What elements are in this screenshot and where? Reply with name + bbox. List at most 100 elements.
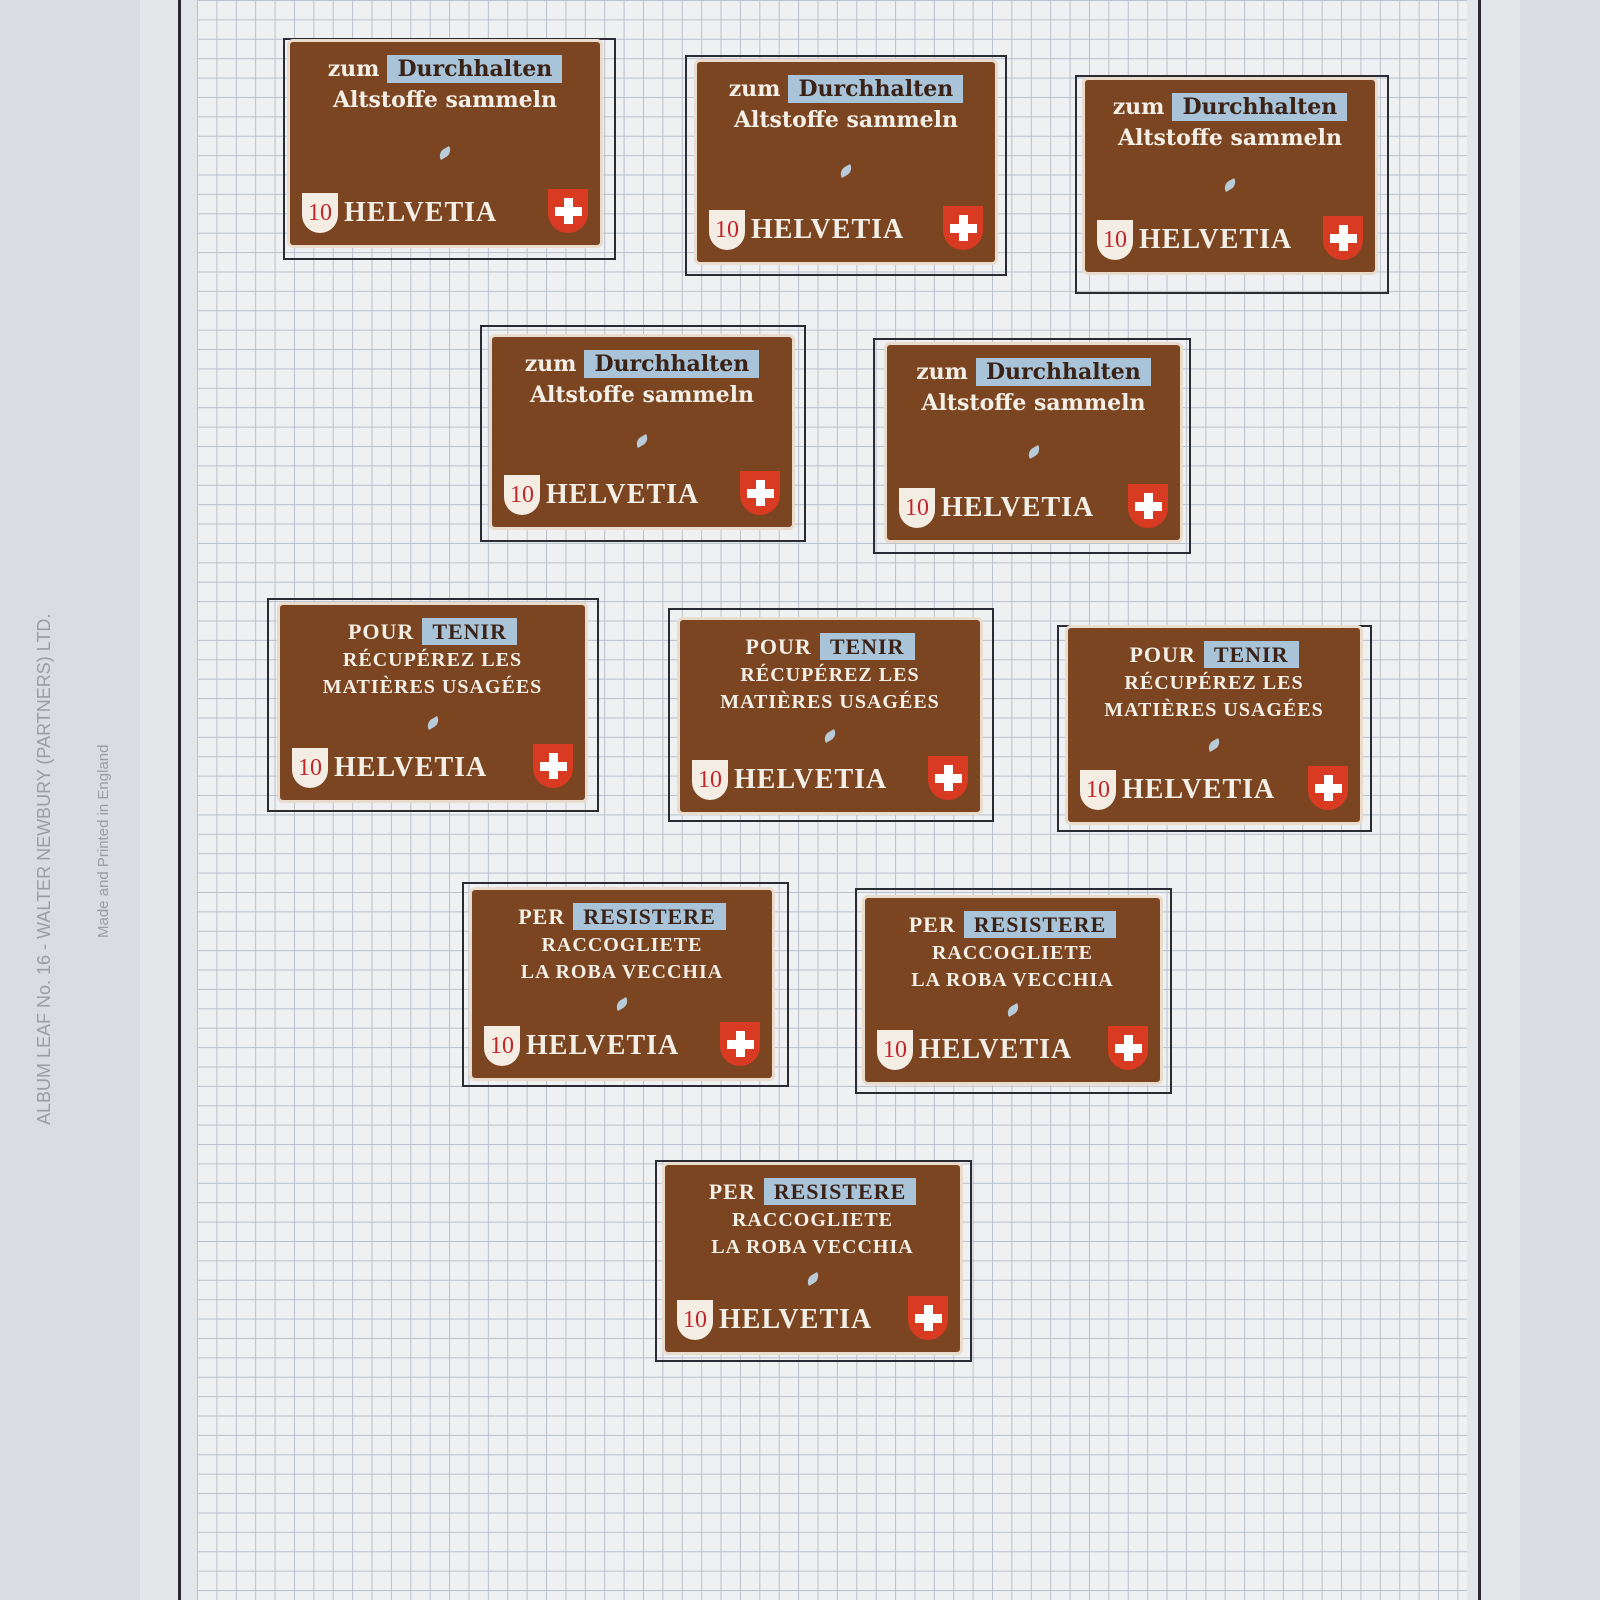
printer-line: Made and Printed in England xyxy=(95,744,112,938)
stamp-bottom-row: 10 HELVETIA xyxy=(692,756,968,800)
value-shield: 10 xyxy=(302,193,338,233)
stamp-country: HELVETIA xyxy=(344,197,498,228)
stamp-country: HELVETIA xyxy=(751,214,905,245)
leaf-row xyxy=(709,136,983,206)
stamp-prefix: POUR xyxy=(347,619,415,644)
stamp-mount-frame xyxy=(462,882,789,1087)
leaf-icon xyxy=(633,434,651,448)
stamp-mount-frame xyxy=(855,888,1172,1094)
swiss-cross-icon xyxy=(908,1296,948,1340)
stamp-highlight: TENIR xyxy=(422,618,517,645)
stamp-line2: RÉCUPÉREZ LES xyxy=(740,664,920,686)
swiss-cross-icon xyxy=(740,471,780,515)
value-shield: 10 xyxy=(677,1300,713,1340)
stamp-highlight: TENIR xyxy=(1203,641,1299,668)
leaf-row xyxy=(292,701,573,744)
page-border-right xyxy=(1478,0,1481,1600)
stamp-line2: Altstoffe sammeln xyxy=(733,107,959,133)
leaf-row xyxy=(1080,724,1348,766)
stamp-country: HELVETIA xyxy=(1122,774,1276,805)
stamp-highlight: RESISTERE xyxy=(763,1178,917,1205)
leaf-icon xyxy=(1221,178,1239,192)
stamp-highlight: Durchhalten xyxy=(387,55,563,83)
swiss-cross-icon xyxy=(1308,766,1348,810)
stamp-line3: LA ROBA VECCHIA xyxy=(520,961,724,983)
stamp-prefix: PER xyxy=(708,1179,756,1204)
stamp-prefix: PER xyxy=(518,904,566,929)
stamp-highlight: RESISTERE xyxy=(963,911,1117,938)
stamp-line3: LA ROBA VECCHIA xyxy=(711,1236,914,1258)
leaf-row xyxy=(504,411,780,471)
leaf-icon xyxy=(804,1271,821,1286)
value-shield: 10 xyxy=(877,1030,913,1070)
stamp-mount-frame xyxy=(283,38,616,260)
stamp-highlight: Durchhalten xyxy=(788,75,964,103)
stamp-bottom-row: 10 HELVETIA xyxy=(292,744,573,788)
stamp-line1: zum Durchhalten xyxy=(1097,92,1363,122)
value-shield: 10 xyxy=(709,210,745,250)
leaf-icon xyxy=(436,145,454,160)
stamp-line1: zum Durchhalten xyxy=(302,54,588,84)
stamp-country: HELVETIA xyxy=(546,479,700,510)
publisher-line: ALBUM LEAF No. 16 - WALTER NEWBURY (PART… xyxy=(34,613,54,1125)
swiss-cross-icon xyxy=(720,1022,760,1066)
stamp-prefix: zum xyxy=(916,359,968,385)
page-border-left xyxy=(178,0,181,1600)
leaf-icon xyxy=(1004,1003,1021,1017)
stamp-prefix: zum xyxy=(728,76,781,102)
stamp-bottom-row: 10 HELVETIA xyxy=(1097,216,1363,260)
leaf-icon xyxy=(821,729,839,743)
leaf-icon xyxy=(613,997,631,1011)
leaf-icon xyxy=(837,164,855,178)
swiss-cross-icon xyxy=(548,189,588,233)
stamp-highlight: RESISTERE xyxy=(573,903,726,930)
stamp-line3: LA ROBA VECCHIA xyxy=(911,969,1114,991)
stamp-bottom-row: 10 HELVETIA xyxy=(504,471,780,515)
stamp-bottom-row: 10 HELVETIA xyxy=(484,1022,760,1066)
stamp-french: POUR TENIR RÉCUPÉREZ LES MATIÈRES USAGÉES… xyxy=(680,620,980,812)
stamp-mount-frame xyxy=(267,598,599,812)
stamp-line2: Altstoffe sammeln xyxy=(529,382,755,408)
stamp-highlight: TENIR xyxy=(819,633,915,660)
stamp-mount-frame xyxy=(480,325,806,542)
stamp-country: HELVETIA xyxy=(526,1030,680,1061)
leaf-row xyxy=(877,994,1148,1026)
swiss-cross-icon xyxy=(1108,1026,1148,1070)
stamp-line1: PER RESISTERE xyxy=(484,902,760,932)
stamp-prefix: PER xyxy=(908,912,956,937)
swiss-cross-icon xyxy=(1323,216,1363,260)
stamp-line1: POUR TENIR xyxy=(692,632,968,662)
stamp-country: HELVETIA xyxy=(919,1034,1073,1065)
stamp-line2: RÉCUPÉREZ LES xyxy=(342,649,523,671)
stamp-line2: Altstoffe sammeln xyxy=(332,87,558,113)
stamp-bottom-row: 10 HELVETIA xyxy=(709,206,983,250)
stamp-highlight: Durchhalten xyxy=(584,350,760,378)
value-shield: 10 xyxy=(292,748,328,788)
stamp-prefix: zum xyxy=(1112,94,1165,120)
leaf-icon xyxy=(1025,444,1042,459)
stamp-highlight: Durchhalten xyxy=(1172,93,1348,121)
stamp-line3: MATIÈRES USAGÉES xyxy=(720,691,940,713)
stamp-mount-frame xyxy=(685,55,1007,276)
swiss-cross-icon xyxy=(1128,484,1168,528)
stamp-bottom-row: 10 HELVETIA xyxy=(302,189,588,233)
stamp-prefix: POUR xyxy=(745,634,812,659)
leaf-icon xyxy=(1205,738,1223,752)
stamp-prefix: zum xyxy=(327,56,380,82)
stamp-country: HELVETIA xyxy=(1139,224,1293,255)
stamp-line3: MATIÈRES USAGÉES xyxy=(322,676,543,698)
stamp-line1: POUR TENIR xyxy=(292,617,573,647)
stamp-bottom-row: 10 HELVETIA xyxy=(1080,766,1348,810)
leaf-row xyxy=(899,419,1168,484)
leaf-row xyxy=(1097,154,1363,216)
leaf-row xyxy=(484,986,760,1022)
stamp-line1: PER RESISTERE xyxy=(677,1177,948,1207)
stamp-mount-frame xyxy=(668,608,994,822)
stamp-mount-frame xyxy=(655,1160,972,1362)
stamp-mount-frame xyxy=(1075,75,1389,294)
stamp-line1: PER RESISTERE xyxy=(877,910,1148,940)
